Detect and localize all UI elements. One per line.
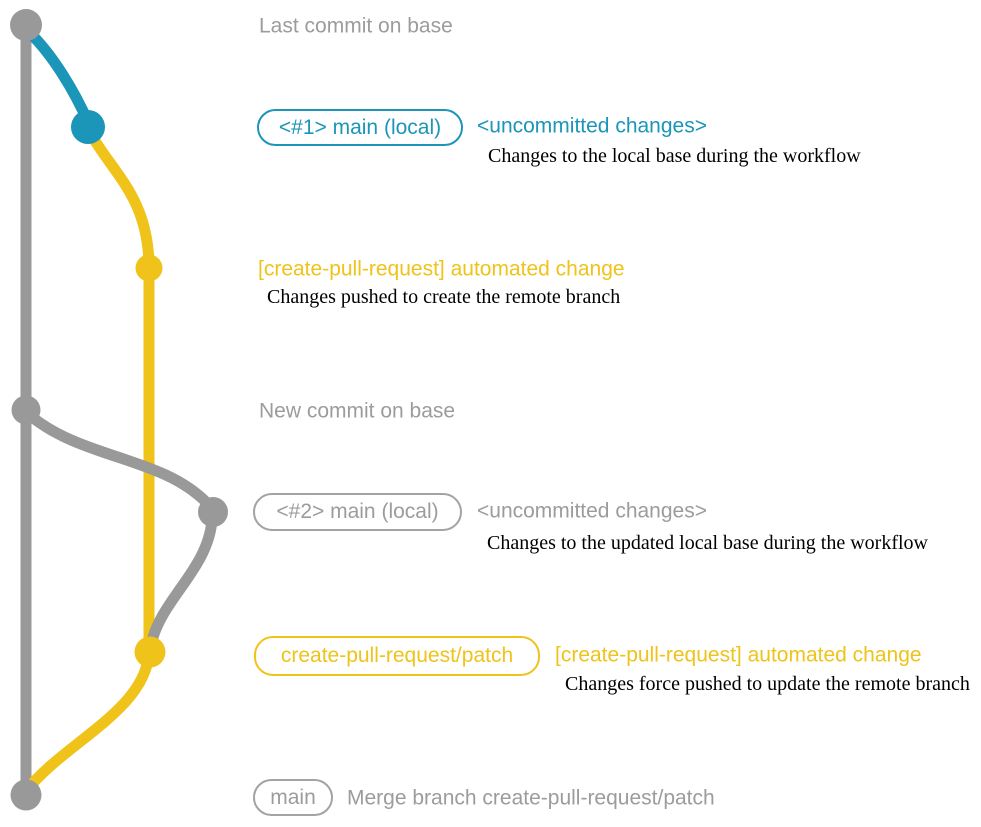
edge-base-2-to-local-2 [20,406,213,509]
automated-change-label-2: [create-pull-request] automated change [555,643,922,667]
force-push-description: Changes force pushed to update the remot… [565,673,970,695]
local-changes-description-1: Changes to the local base during the wor… [488,145,861,167]
new-commit-label: New commit on base [259,399,456,423]
commit-node-local-commit-1 [71,110,105,144]
last-commit-label: Last commit on base [259,14,453,38]
branch-badge-main-local-2: <#2> main (local) [253,493,462,531]
merge-commit-label: Merge branch create-pull-request/patch [347,786,715,810]
push-description-1: Changes pushed to create the remote bran… [267,286,621,308]
branch-badge-main-local-1: <#1> main (local) [257,109,463,146]
edge-base-to-local-1 [23,26,94,128]
edge-local-2-to-remote-2 [145,514,218,651]
local-changes-description-2: Changes to the updated local base during… [487,532,928,554]
commit-node-remote-commit-1 [135,254,163,282]
branch-badge-create-pull-request-patch: create-pull-request/patch [254,636,540,676]
uncommitted-changes-label-1: <uncommitted changes> [477,114,707,138]
commit-node-remote-commit-2 [134,636,166,668]
uncommitted-changes-label-2: <uncommitted changes> [477,499,707,523]
edge-remote-2-to-merge [21,646,155,796]
branch-badge-main: main [253,779,333,816]
edge-local-1-to-remote-1 [86,130,155,274]
automated-change-label-1: [create-pull-request] automated change [258,257,625,281]
commit-node-last-commit-on-base [10,9,42,41]
commit-node-local-commit-2 [198,497,228,527]
commit-node-new-commit-on-base [11,395,41,425]
commit-node-merge-commit [10,779,42,811]
